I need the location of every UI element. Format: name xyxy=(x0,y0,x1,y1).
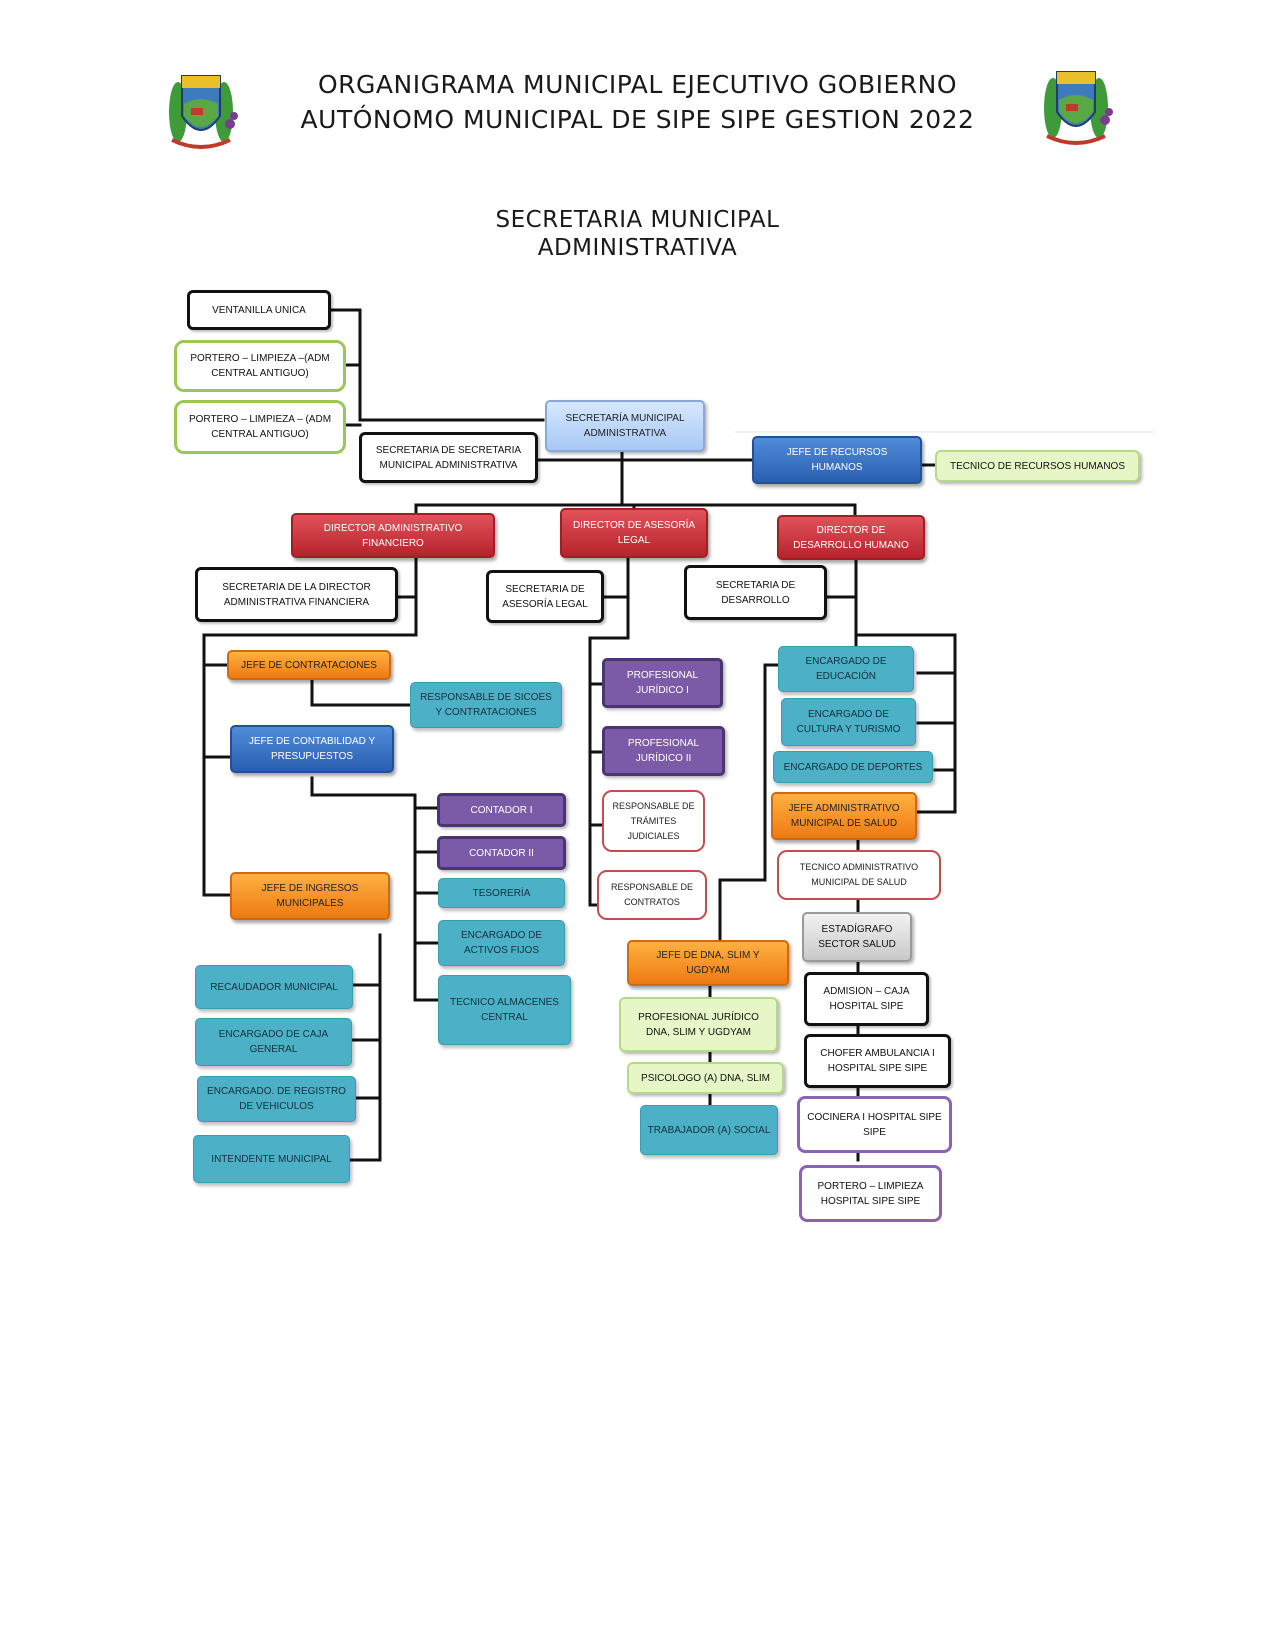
box-chofer: CHOFER AMBULANCIA I HOSPITAL SIPE SIPE xyxy=(804,1034,951,1088)
box-portero-hospital: PORTERO – LIMPIEZA HOSPITAL SIPE SIPE xyxy=(799,1165,942,1222)
box-estadigrafo: ESTADÍGRAFO SECTOR SALUD xyxy=(802,912,912,962)
box-profesional-juridico-1: PROFESIONAL JURÍDICO I xyxy=(602,658,723,708)
box-portero-2: PORTERO – LIMPIEZA – (ADM CENTRAL ANTIGU… xyxy=(174,400,346,454)
box-responsable-contratos: RESPONSABLE DE CONTRATOS xyxy=(597,870,707,920)
box-contador-1: CONTADOR I xyxy=(437,793,566,827)
connector xyxy=(588,553,630,907)
box-jefe-contrataciones: JEFE DE CONTRATACIONES xyxy=(227,650,391,680)
box-caja-general: ENCARGADO DE CAJA GENERAL xyxy=(195,1018,352,1066)
document-title-line-2: AUTÓNOMO MUNICIPAL DE SIPE SIPE GESTION … xyxy=(300,105,975,134)
box-educacion: ENCARGADO DE EDUCACIÓN xyxy=(778,646,914,692)
box-director-desarrollo-humano: DIRECTOR DE DESARROLLO HUMANO xyxy=(777,515,925,560)
box-portero-1: PORTERO – LIMPIEZA –(ADM CENTRAL ANTIGUO… xyxy=(174,340,346,392)
box-registro-vehiculos: ENCARGADO. DE REGISTRO DE VEHICULOS xyxy=(197,1076,356,1122)
box-intendente: INTENDENTE MUNICIPAL xyxy=(193,1135,350,1183)
box-deportes: ENCARGADO DE DEPORTES xyxy=(773,751,933,783)
box-director-asesoria-legal: DIRECTOR DE ASESORÍA LEGAL xyxy=(560,508,708,558)
section-title-line-1: SECRETARIA MUNICIPAL xyxy=(495,207,780,233)
box-tecnico-recursos-humanos: TECNICO DE RECURSOS HUMANOS xyxy=(935,450,1140,482)
municipal-coat-of-arms-logo-right xyxy=(1044,71,1113,145)
box-jefe-recursos-humanos: JEFE DE RECURSOS HUMANOS xyxy=(752,436,922,484)
box-tesoreria: TESORERÍA xyxy=(438,878,565,908)
box-jefe-ingresos: JEFE DE INGRESOS MUNICIPALES xyxy=(230,872,390,920)
box-secretaria-director-financiera: SECRETARIA DE LA DIRECTOR ADMINISTRATIVA… xyxy=(195,567,398,622)
box-secretaria-asesoria-legal: SECRETARIA DE ASESORÍA LEGAL xyxy=(486,570,604,623)
municipal-coat-of-arms-logo xyxy=(169,75,238,149)
connector xyxy=(202,553,418,897)
box-admision: ADMISION – CAJA HOSPITAL SIPE xyxy=(804,972,929,1026)
box-jefe-salud: JEFE ADMINISTRATIVO MUNICIPAL DE SALUD xyxy=(771,792,917,840)
box-profesional-juridico-2: PROFESIONAL JURÍDICO II xyxy=(602,726,725,776)
box-secretaria-municipal: SECRETARÍA MUNICIPAL ADMINISTRATIVA xyxy=(545,400,705,452)
box-secretaria-de-secretaria: SECRETARIA DE SECRETARIA MUNICIPAL ADMIN… xyxy=(359,432,538,483)
box-tecnico-salud: TECNICO ADMINISTRATIVO MUNICIPAL DE SALU… xyxy=(777,850,941,900)
connector xyxy=(854,558,957,814)
connector xyxy=(310,776,442,1002)
box-cocinera: COCINERA I HOSPITAL SIPE SIPE xyxy=(797,1096,952,1153)
box-ventanilla: VENTANILLA UNICA xyxy=(187,290,331,330)
box-recaudador: RECAUDADOR MUNICIPAL xyxy=(195,965,353,1009)
connector xyxy=(328,308,362,422)
connector xyxy=(310,678,412,707)
box-psicologo: PSICOLOGO (A) DNA, SLIM xyxy=(627,1062,784,1094)
document-title-line-1: ORGANIGRAMA MUNICIPAL EJECUTIVO GOBIERNO xyxy=(317,70,958,99)
box-profesional-dna: PROFESIONAL JURÍDICO DNA, SLIM Y UGDYAM xyxy=(619,997,778,1052)
box-jefe-dna: JEFE DE DNA, SLIM Y UGDYAM xyxy=(627,940,789,986)
box-secretaria-desarrollo: SECRETARIA DE DESARROLLO xyxy=(684,565,827,620)
connector xyxy=(348,933,382,1162)
box-cultura-turismo: ENCARGADO DE CULTURA Y TURISMO xyxy=(781,698,916,746)
box-trabajador-social: TRABAJADOR (A) SOCIAL xyxy=(640,1105,778,1155)
box-responsable-tramites: RESPONSABLE DE TRÁMITES JUDICIALES xyxy=(602,790,705,852)
box-almacenes-central: TECNICO ALMACENES CENTRAL xyxy=(438,975,571,1045)
box-activos-fijos: ENCARGADO DE ACTIVOS FIJOS xyxy=(438,920,565,966)
box-jefe-contabilidad: JEFE DE CONTABILIDAD Y PRESUPUESTOS xyxy=(230,725,394,773)
section-title-line-2: ADMINISTRATIVA xyxy=(537,235,738,261)
box-director-administrativo-financiero: DIRECTOR ADMINISTRATIVO FINANCIERO xyxy=(291,513,495,558)
box-responsable-sicoes: RESPONSABLE DE SICOES Y CONTRATACIONES xyxy=(410,682,562,728)
box-contador-2: CONTADOR II xyxy=(437,836,566,870)
